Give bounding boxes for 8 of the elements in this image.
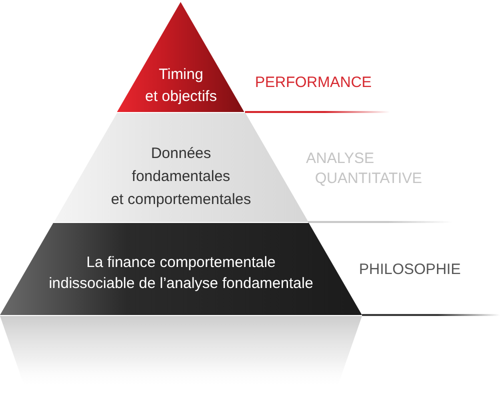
tier-text: Données fondamentales et comportementales <box>110 145 252 208</box>
tier-text: Timing et objectifs <box>145 66 217 105</box>
pyramid-apex <box>117 2 245 112</box>
tier-title: PERFORMANCE <box>255 73 372 93</box>
tier-title: ANALYSE QUANTITATIVE <box>306 149 422 189</box>
pyramid-tier <box>0 223 362 315</box>
tier-title: PHILOSOPHIE <box>359 260 461 280</box>
tier-text: La finance comportementale indissociable de l’analyse fondamentale <box>48 254 314 292</box>
